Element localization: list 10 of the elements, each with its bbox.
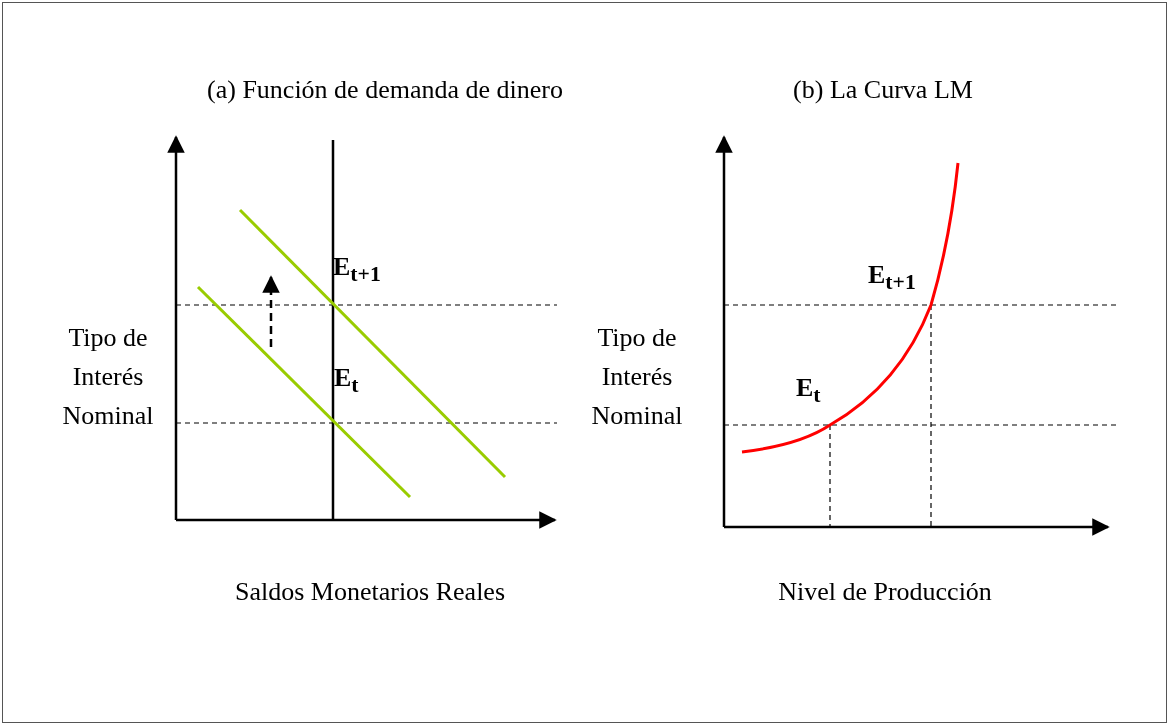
point-label: E$_{t+1}$	[333, 251, 381, 289]
point-label: E$_{t+1}$	[868, 259, 916, 297]
chart-title: (b) La Curva LM	[793, 74, 973, 106]
point-label: E$_{t}$	[334, 362, 359, 400]
axis-label: Tipo de Interés Nominal	[61, 322, 155, 432]
chart-title: (a) Función de demanda de dinero	[207, 74, 563, 106]
axis-label: Nivel de Producción	[778, 576, 992, 608]
axis-label: Saldos Monetarios Reales	[234, 576, 506, 608]
point-label: E$_{t}$	[796, 372, 821, 410]
axis-label: Tipo de Interés Nominal	[590, 322, 684, 432]
